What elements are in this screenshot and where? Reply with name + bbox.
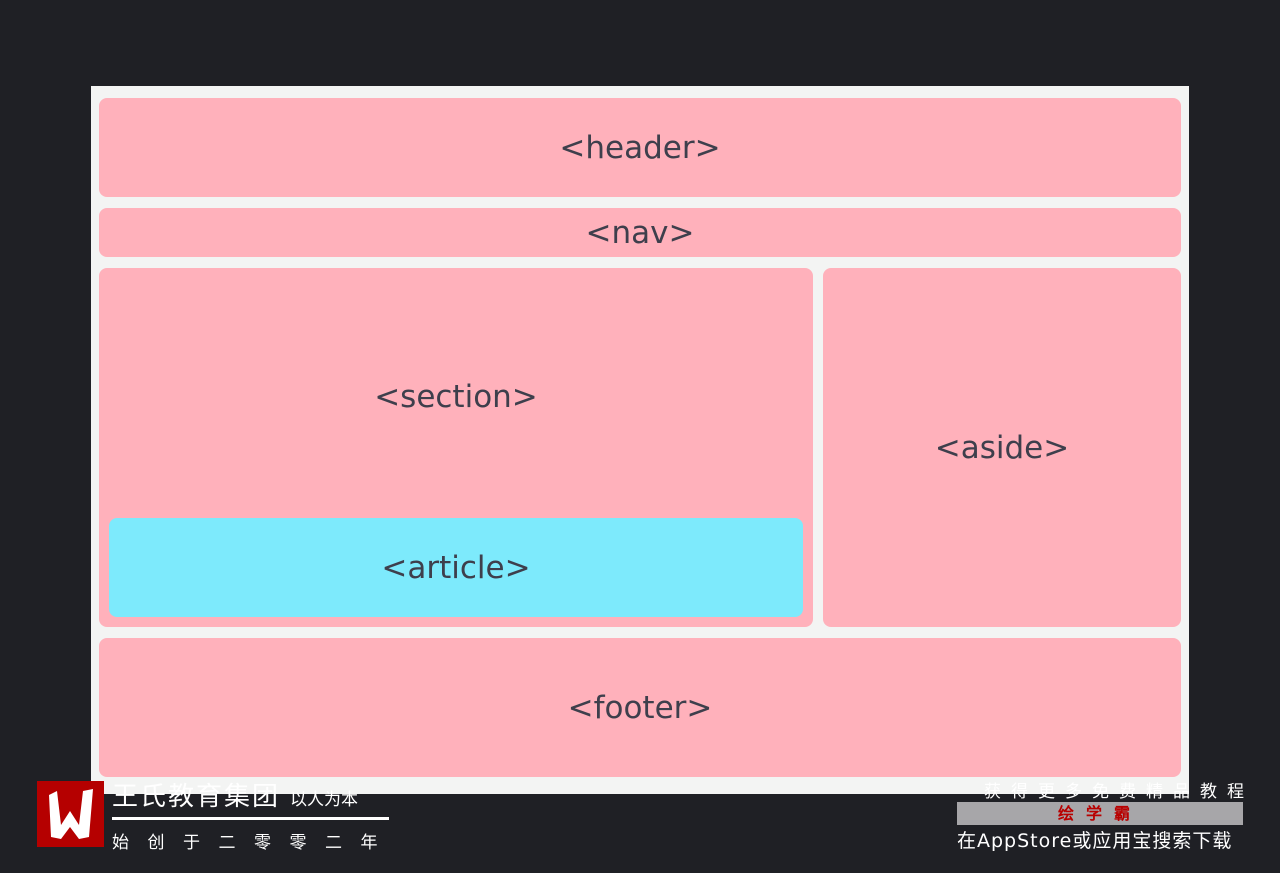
founded-text: 始创于二零零二年 <box>112 833 396 853</box>
slogan: 以人为本 <box>290 790 359 810</box>
footer-label: <footer> <box>567 689 713 726</box>
demo-canvas: <header> <nav> <section> <article> <asid… <box>91 86 1189 794</box>
promo-text: 获得更多免费精品教程 <box>984 782 1254 802</box>
org-name-text: 王氏教育集团 <box>112 782 281 812</box>
section-label: <section> <box>374 379 538 415</box>
divider <box>112 817 389 820</box>
brand-banner: 绘学霸 <box>957 802 1243 825</box>
nav-box: <nav> <box>99 208 1181 257</box>
header-label: <header> <box>559 129 721 166</box>
download-text: 在AppStore或应用宝搜索下载 <box>957 830 1233 852</box>
brand-logo <box>37 781 104 847</box>
footer-box: <footer> <box>99 638 1181 777</box>
aside-box: <aside> <box>823 268 1181 627</box>
aside-label: <aside> <box>934 429 1070 466</box>
org-name: 王氏教育集团以人为本 <box>112 776 358 813</box>
w-logo-icon <box>49 789 93 839</box>
article-label: <article> <box>381 549 531 586</box>
nav-label: <nav> <box>585 214 695 251</box>
header-box: <header> <box>99 98 1181 197</box>
section-box: <section> <article> <box>99 268 813 627</box>
article-box: <article> <box>109 518 803 617</box>
